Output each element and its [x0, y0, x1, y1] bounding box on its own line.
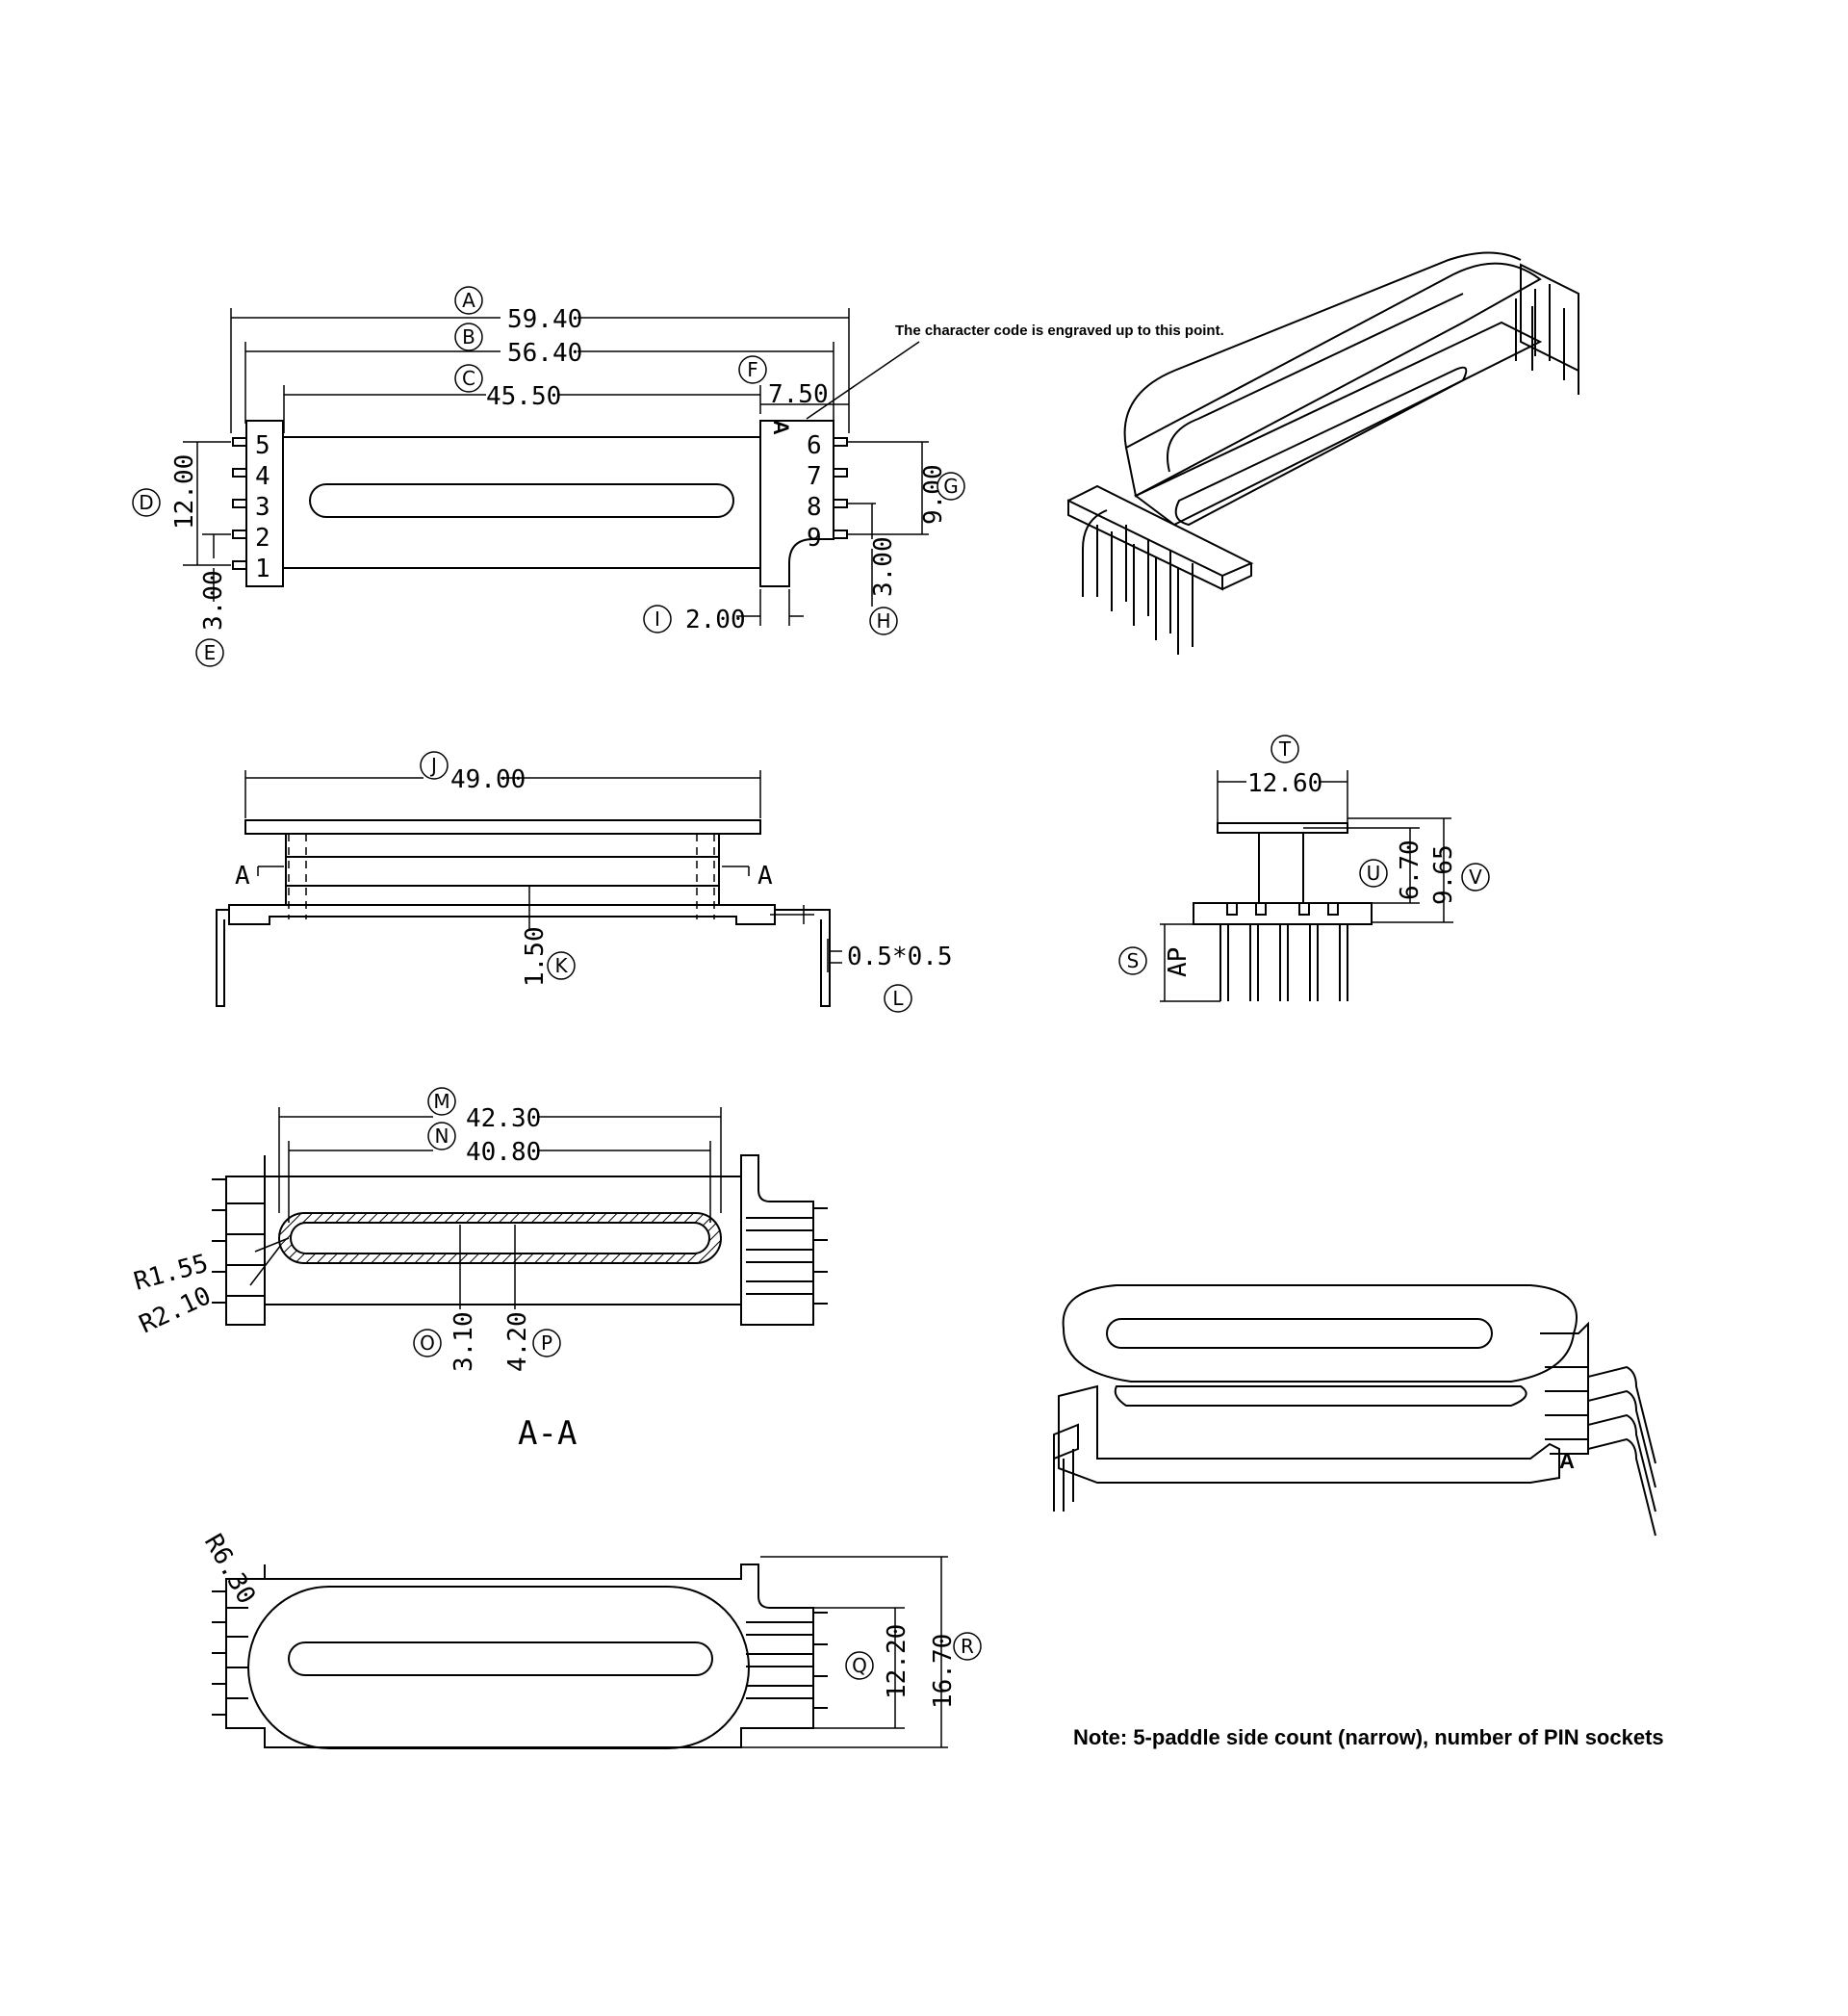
pin-label-9: 9 — [807, 524, 822, 553]
engraved-char-iso: A — [1559, 1449, 1575, 1473]
dim-o-value: 3.10 — [449, 1311, 478, 1372]
dim-letter-r: R — [961, 1635, 974, 1658]
dim-letter-o: O — [420, 1331, 435, 1355]
isometric-view-top — [1067, 251, 1579, 655]
dim-letter-u: U — [1367, 862, 1381, 885]
dim-letter-s: S — [1127, 949, 1140, 972]
dim-d-value: 12.00 — [170, 454, 199, 530]
dim-letter-e: E — [204, 641, 217, 664]
dim-letter-j: J — [429, 754, 437, 777]
dim-l-value: 0.5*0.5 — [847, 943, 953, 971]
dim-letter-q: Q — [852, 1654, 867, 1677]
pin-label-8: 8 — [807, 493, 822, 522]
side-view: J 49.00 A A 1.50 K 0.5*0.5 L — [216, 751, 953, 1013]
pin-label-6: 6 — [807, 431, 822, 460]
dim-letter-g: G — [943, 475, 959, 498]
dim-t-value: 12.60 — [1247, 769, 1322, 798]
section-slots-left — [212, 1178, 265, 1304]
dim-letter-d: D — [139, 491, 153, 514]
dim-m-value: 42.30 — [466, 1104, 541, 1133]
dim-letter-i: I — [654, 607, 660, 631]
pin-label-1: 1 — [255, 555, 270, 583]
radius-r6: R6.30 — [198, 1530, 261, 1610]
dim-letter-f: F — [747, 358, 758, 381]
dim-letter-l: L — [892, 987, 904, 1010]
bottom-slots-right — [746, 1612, 828, 1709]
right-pin-stubs — [833, 437, 848, 539]
dim-letter-m: M — [433, 1090, 449, 1113]
dim-v-value: 9.65 — [1429, 844, 1458, 905]
section-slots-right — [746, 1207, 828, 1305]
dim-u-value: 6.70 — [1396, 840, 1424, 900]
engraved-char: A — [769, 420, 793, 435]
dim-q-value: 12.20 — [883, 1624, 911, 1699]
section-marker-left: A — [235, 862, 250, 891]
dim-letter-c: C — [462, 367, 475, 390]
dim-k-value: 1.50 — [521, 926, 550, 987]
dim-a-value: 59.40 — [507, 305, 582, 334]
pin-label-2: 2 — [255, 524, 270, 553]
dim-r-value: 16.70 — [929, 1634, 958, 1709]
dim-h-value: 3.00 — [869, 536, 898, 597]
dim-letter-b: B — [462, 325, 475, 349]
note-engraved: The character code is engraved up to thi… — [895, 323, 1224, 339]
dim-j-value: 49.00 — [450, 765, 526, 794]
dim-letter-n: N — [435, 1124, 449, 1148]
dim-letter-t: T — [1278, 737, 1292, 761]
section-view: M 42.30 N 40.80 — [131, 1087, 828, 1453]
bottom-view: R6.30 12.20 Q 16.70 R — [198, 1530, 982, 1749]
pin-label-5: 5 — [255, 431, 270, 460]
isometric-view-bottom: A — [1053, 1284, 1656, 1537]
section-title: A-A — [518, 1414, 577, 1453]
dim-letter-p: P — [541, 1331, 552, 1355]
bottom-slots-left — [212, 1590, 248, 1716]
left-pin-stubs — [232, 437, 247, 570]
dim-letter-a: A — [462, 289, 475, 312]
pin-label-4: 4 — [255, 462, 270, 491]
dim-letter-v: V — [1469, 866, 1482, 889]
dim-f-value: 7.50 — [768, 380, 829, 409]
pin-label-7: 7 — [807, 462, 822, 491]
note-bottom: Note: 5-paddle side count (narrow), numb… — [1073, 1725, 1664, 1749]
dim-s-value: AP — [1164, 947, 1193, 977]
dim-i-value: 2.00 — [685, 606, 746, 634]
dim-n-value: 40.80 — [466, 1138, 541, 1167]
section-marker-right: A — [757, 862, 773, 891]
dim-letter-h: H — [876, 609, 890, 633]
dim-e-value: 3.00 — [199, 570, 228, 631]
dim-p-value: 4.20 — [503, 1311, 532, 1372]
dim-c-value: 45.50 — [486, 382, 561, 411]
dim-b-value: 56.40 — [507, 339, 582, 368]
top-view: A 59.40 B 56.40 C 45.50 F 7.50 5 4 3 2 1 — [132, 286, 1224, 667]
end-view: T 12.60 6.70 U 9.65 V — [1118, 735, 1490, 1002]
pin-label-3: 3 — [255, 493, 270, 522]
dim-letter-k: K — [554, 954, 568, 977]
